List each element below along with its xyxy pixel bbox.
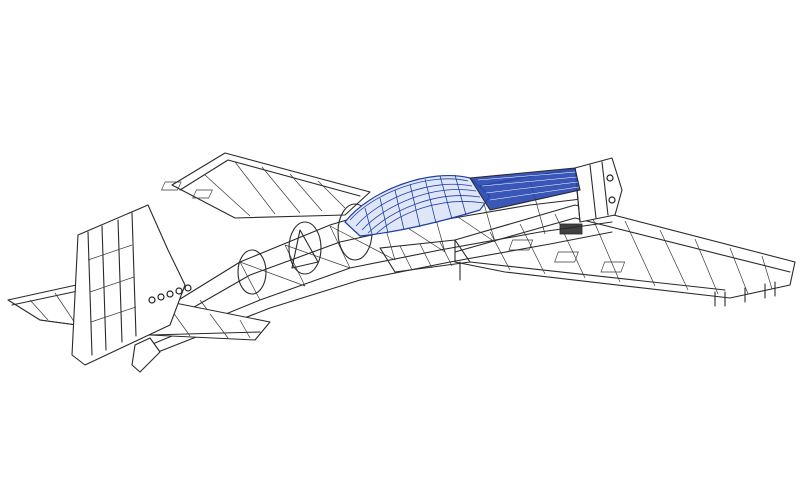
left-wing: [160, 152, 371, 219]
wing-saddle: [379, 239, 471, 273]
vertical-fin: [71, 204, 192, 373]
right-wing: [454, 204, 796, 307]
motor-box: [574, 157, 623, 223]
canopy: [344, 167, 581, 237]
